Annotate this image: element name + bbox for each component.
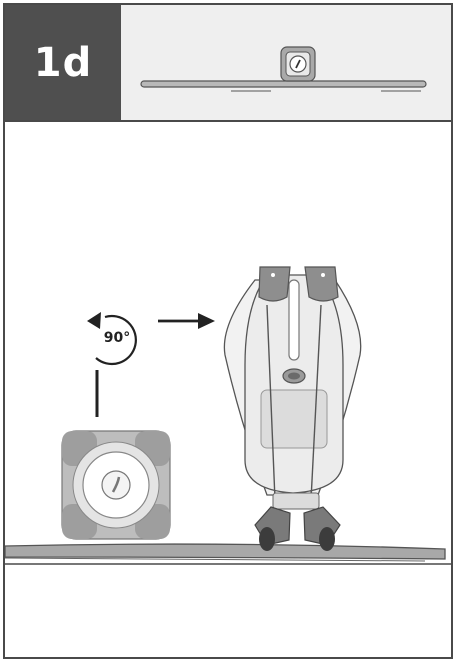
thumb-pole (140, 80, 427, 88)
step-badge: 1d (5, 5, 121, 120)
square-fixture (61, 430, 171, 540)
panel-header: 1d (5, 5, 451, 122)
rotate-arrow-icon: 90° (87, 312, 137, 366)
fixture-knob-icon (111, 476, 121, 493)
thumbnail-area (121, 5, 451, 120)
step-number: 1d (33, 39, 93, 86)
instruction-panel: 1d (3, 3, 453, 659)
left-wheel (254, 506, 291, 551)
rotation-label: 90° (104, 330, 130, 346)
right-arrow-icon (158, 313, 215, 329)
ground-pole (5, 543, 451, 565)
thumb-fixture (280, 46, 316, 82)
folded-device (223, 266, 362, 551)
right-wheel (303, 506, 341, 551)
main-illustration: 90° (5, 266, 451, 565)
thumbnail-illustration (140, 46, 427, 92)
